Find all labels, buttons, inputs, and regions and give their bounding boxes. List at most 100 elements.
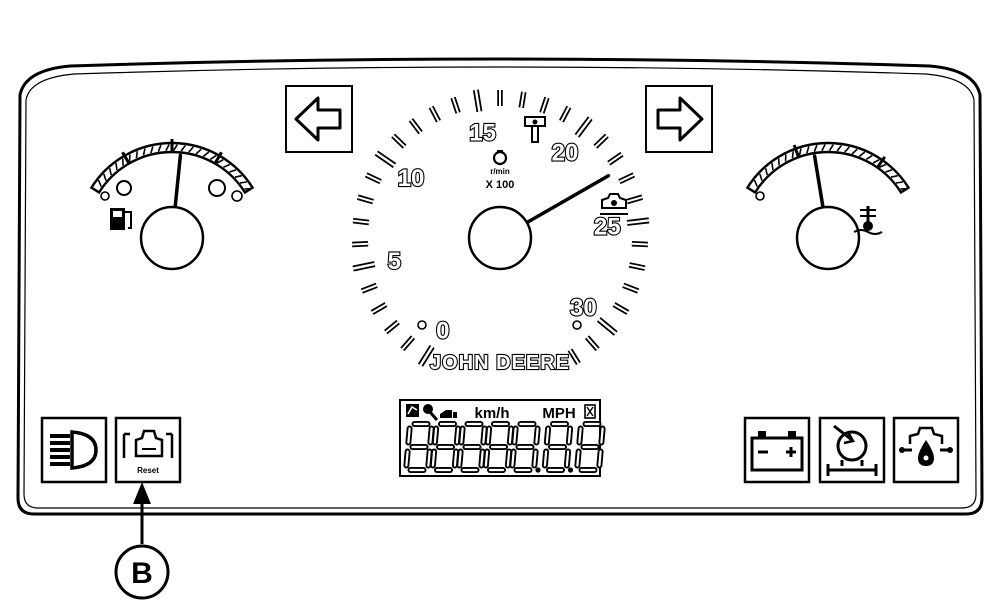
temperature-cold-icon — [755, 191, 765, 201]
callout-b-letter: B — [131, 557, 153, 590]
tachometer-tick-inner — [352, 262, 375, 270]
tachometer-tick-inner — [576, 117, 592, 137]
gauge-arc-hatch — [851, 148, 858, 155]
lcd-speed-unit-km: km/h — [474, 405, 509, 422]
tachometer-scale-label: 25 — [594, 213, 621, 240]
gauge-arc-hatch — [858, 151, 866, 157]
lcd-segment-fill — [535, 427, 539, 444]
park-brake-icon — [826, 424, 878, 476]
tachometer-tick-inner — [608, 153, 623, 165]
tachometer-tick-inner — [361, 284, 378, 292]
tachometer-tick-inner — [419, 345, 434, 366]
tachometer-scale-label: 20 — [552, 140, 579, 167]
lcd-speed-unit-mph: MPH — [542, 405, 575, 422]
gauge-arc-hatch — [195, 148, 202, 155]
lcd-digit — [574, 421, 606, 473]
lcd-segment-fill — [598, 450, 602, 467]
gauge-arc-hatch — [188, 146, 194, 153]
tachometer-scale-label: 0 — [436, 318, 449, 345]
gauge-arc-hatch — [97, 179, 102, 187]
gauge-arc-hatch — [879, 163, 887, 168]
tachometer-tick-inner — [540, 97, 548, 114]
gauge-arc-tick — [792, 144, 800, 158]
gauge-arc-hatch — [791, 151, 795, 159]
gauge-arc-hatch — [180, 144, 186, 152]
lcd-gear-icon — [584, 404, 596, 419]
fuel-gauge-arc — [89, 139, 255, 195]
gauge-arc-hatch — [865, 154, 873, 161]
tachometer-tick-inner — [410, 119, 422, 134]
gauge-arc-hatch — [764, 168, 768, 176]
lcd-digit — [509, 421, 541, 473]
fuel-full-icon — [208, 179, 243, 202]
gauge-arc-hatch — [223, 163, 231, 168]
tachometer-tick-inner — [560, 106, 570, 122]
tachometer-tick-inner — [629, 263, 646, 270]
gauge-arc-tick — [121, 151, 131, 165]
lcd-segment-fill — [433, 427, 438, 444]
tachometer-hub — [467, 205, 533, 271]
callout-b: B — [114, 482, 170, 600]
engine-oil-pressure-indicator — [892, 416, 960, 484]
lcd-segment-fill — [460, 427, 464, 444]
gauge-arc-hatch — [813, 144, 818, 152]
gauge-arc-hatch — [759, 173, 763, 181]
gauge-arc-hatch — [836, 144, 842, 152]
tachometer-tick-inner — [352, 219, 370, 224]
tachometer-tick-inner — [352, 242, 369, 246]
tachometer-tick-inner — [594, 134, 608, 148]
lcd-segment-fill — [576, 450, 580, 467]
lcd-wrench-icon — [423, 404, 439, 421]
right-turn-indicator — [645, 85, 713, 153]
tachometer-tick-inner — [452, 97, 460, 114]
coolant-temperature-icon — [853, 206, 883, 235]
tachometer-tick-inner — [598, 318, 617, 335]
tachometer-scale-label: 10 — [398, 165, 425, 192]
lcd-segment-fill — [405, 450, 409, 467]
gauge-arc-tick — [876, 156, 887, 169]
lcd-segment-fill — [429, 427, 433, 444]
pto-icon — [524, 116, 546, 143]
gauge-arc-hatch — [821, 144, 826, 152]
tachometer-tick-inner — [569, 349, 580, 365]
lcd-segment-fill — [533, 450, 537, 467]
lcd-segment-fill — [578, 427, 582, 444]
tachometer-low-dot — [417, 320, 427, 330]
gauge-arc-band — [89, 141, 255, 195]
brand-logo: JOHN DEERE — [430, 352, 570, 374]
left-turn-indicator — [285, 85, 353, 153]
lcd-decimal-point — [567, 467, 574, 473]
tachometer-tick-inner — [613, 303, 629, 314]
tachometer-tick-inner — [365, 173, 382, 183]
lcd-segment-fill — [511, 450, 515, 467]
lcd-segment-fill — [513, 427, 517, 444]
lcd-display: km/h MPH — [399, 399, 606, 477]
engine-reset-label: Reset — [137, 466, 159, 475]
tachometer-tick-inner — [401, 336, 414, 350]
gauge-arc-tick — [213, 151, 223, 165]
lcd-segment-fill — [458, 450, 462, 467]
headlight-icon — [50, 430, 98, 470]
tachometer-tick-inner — [586, 336, 599, 350]
lcd-segment-fill — [453, 450, 458, 467]
park-brake-indicator — [818, 416, 886, 484]
tachometer-scale-label: 30 — [570, 295, 597, 322]
gauge-arc-hatch — [872, 159, 880, 164]
temperature-gauge-arc — [745, 141, 911, 195]
tachometer-tick-inner — [430, 106, 440, 122]
lcd-digit — [456, 421, 488, 473]
tachometer-tick-inner — [392, 134, 406, 148]
lcd-digit — [403, 421, 435, 473]
tachometer-unit-rpm: r/min — [490, 167, 510, 176]
fuel-pump-icon — [110, 208, 132, 230]
fuel-gauge-hub — [139, 205, 205, 271]
lcd-digit — [541, 421, 574, 473]
lcd-segment-fill — [545, 427, 550, 444]
fuel-empty-icon — [100, 180, 132, 201]
engine-reset-icon — [122, 429, 174, 458]
gauge-arc-hatch — [234, 174, 242, 178]
lcd-oil-can-icon — [440, 410, 457, 418]
